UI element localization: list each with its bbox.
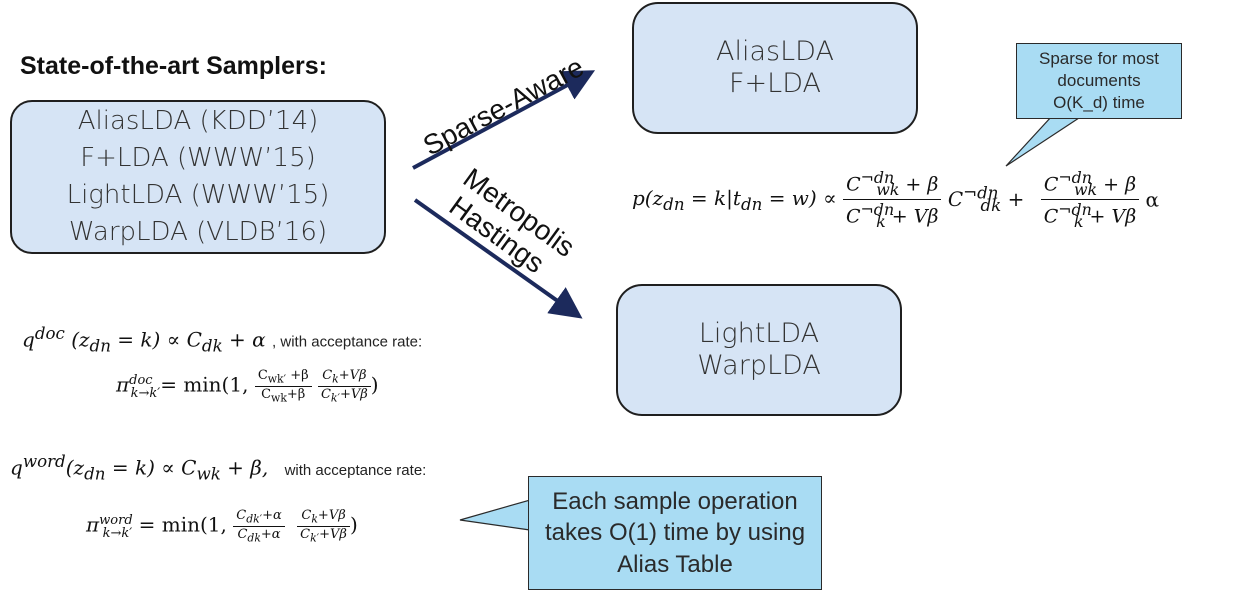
pi-doc-formula: πdock→k′= min(1, Cwk′ +β Cwk+β Ck+Vβ Ck′… <box>116 368 379 405</box>
metropolis-hastings-arrow <box>413 198 583 319</box>
callout-line: Sparse for most <box>1039 48 1159 68</box>
alias-callout: Each sample operation takes O(1) time by… <box>528 476 822 590</box>
samplers-box: AliasLDA (KDD’14) F+LDA (WWW’15) LightLD… <box>10 100 386 254</box>
posterior-formula: p(zdn = k|tdn = w) ∝ C¬dnwk + β C¬dnk + … <box>632 168 1160 232</box>
alias-callout-pointer <box>459 499 531 531</box>
sampler-item: LightLDA (WWW’15) <box>66 180 330 210</box>
sparse-callout-pointer <box>1005 115 1085 167</box>
mh-item: LightLDA <box>698 317 820 349</box>
sparse-aware-arrow <box>412 70 596 170</box>
callout-line: O(K_d) time <box>1053 93 1145 113</box>
callout-line: Each sample operation <box>552 488 798 516</box>
qdoc-formula: qdoc (zdn = k) ∝ Cdk + α , with acceptan… <box>22 324 423 356</box>
page-title: State-of-the-art Samplers: <box>20 52 327 80</box>
sparse-callout: Sparse for most documents O(K_d) time <box>1016 43 1182 119</box>
callout-line: takes O(1) time by using <box>544 519 806 547</box>
metropolis-hastings-box: LightLDA WarpLDA <box>616 284 902 416</box>
pi-word-formula: πwordk→k′ = min(1, Cdk′+α Cdk+α Ck+Vβ Ck… <box>86 508 358 545</box>
mh-item: WarpLDA <box>697 350 821 381</box>
acceptance-label: , with acceptance rate: <box>272 333 423 351</box>
callout-line: documents <box>1057 70 1141 90</box>
sparse-aware-box: AliasLDA F+LDA <box>632 2 918 134</box>
qword-formula: qword(zdn = k) ∝ Cwk + β, with acceptanc… <box>10 452 427 484</box>
callout-line: Alias Table <box>617 550 733 578</box>
sampler-item: AliasLDA (KDD’14) <box>77 106 319 137</box>
sparse-aware-item: AliasLDA <box>716 35 834 67</box>
sparse-aware-item: F+LDA <box>729 68 821 99</box>
sampler-item: WarpLDA (VLDB’16) <box>68 216 328 247</box>
sampler-item: F+LDA (WWW’15) <box>80 143 316 174</box>
acceptance-label-word: with acceptance rate: <box>284 461 427 479</box>
